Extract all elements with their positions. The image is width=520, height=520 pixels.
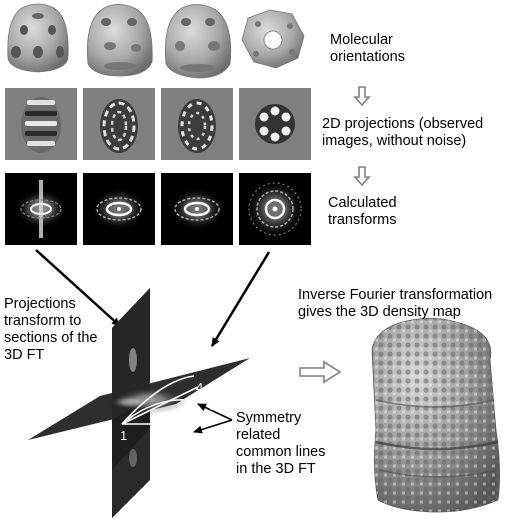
- projection-image-1: [5, 88, 77, 160]
- molecule-orientation-2: [87, 4, 153, 77]
- 3d-density-map: [371, 318, 500, 513]
- molecule-orientation-3: [165, 4, 232, 79]
- label-molecular-orientations: Molecular orientations: [330, 32, 405, 65]
- transform-image-1: [5, 173, 77, 245]
- molecule-orientation-1: [7, 3, 69, 73]
- line-number-4: 4: [196, 380, 203, 395]
- arrow-transform-1: [35, 249, 121, 327]
- transform-image-2: [83, 173, 155, 245]
- arrow-symmetry-3: [197, 403, 233, 421]
- hollow-down-arrow-icon: [353, 166, 371, 187]
- projection-image-2: [83, 88, 155, 160]
- arrow-transform-4: [210, 251, 271, 347]
- projection-image-4: [239, 88, 311, 160]
- transform-image-4: [239, 173, 311, 245]
- label-calculated-transforms: Calculated transforms: [328, 195, 397, 228]
- hollow-right-arrow-icon: [299, 360, 342, 384]
- 3d-ft-sections: [28, 288, 250, 518]
- line-number-1: 1: [120, 428, 127, 443]
- line-number-3: 3: [209, 398, 216, 413]
- label-projections-transform: Projections transform to sections of the…: [4, 296, 98, 363]
- arrow-symmetry-2: [193, 419, 233, 434]
- label-inverse-fourier: Inverse Fourier transformation gives the…: [298, 287, 493, 320]
- label-2d-projections: 2D projections (observed images, without…: [322, 116, 484, 149]
- label-symmetry-common-lines: Symmetry related common lines in the 3D …: [236, 410, 326, 477]
- line-number-2: 2: [181, 428, 188, 443]
- transform-image-3: [161, 173, 233, 245]
- projection-image-3: [161, 88, 233, 160]
- molecule-orientation-4: [241, 9, 305, 69]
- hollow-down-arrow-icon: [353, 86, 371, 107]
- common-lines: [121, 375, 207, 425]
